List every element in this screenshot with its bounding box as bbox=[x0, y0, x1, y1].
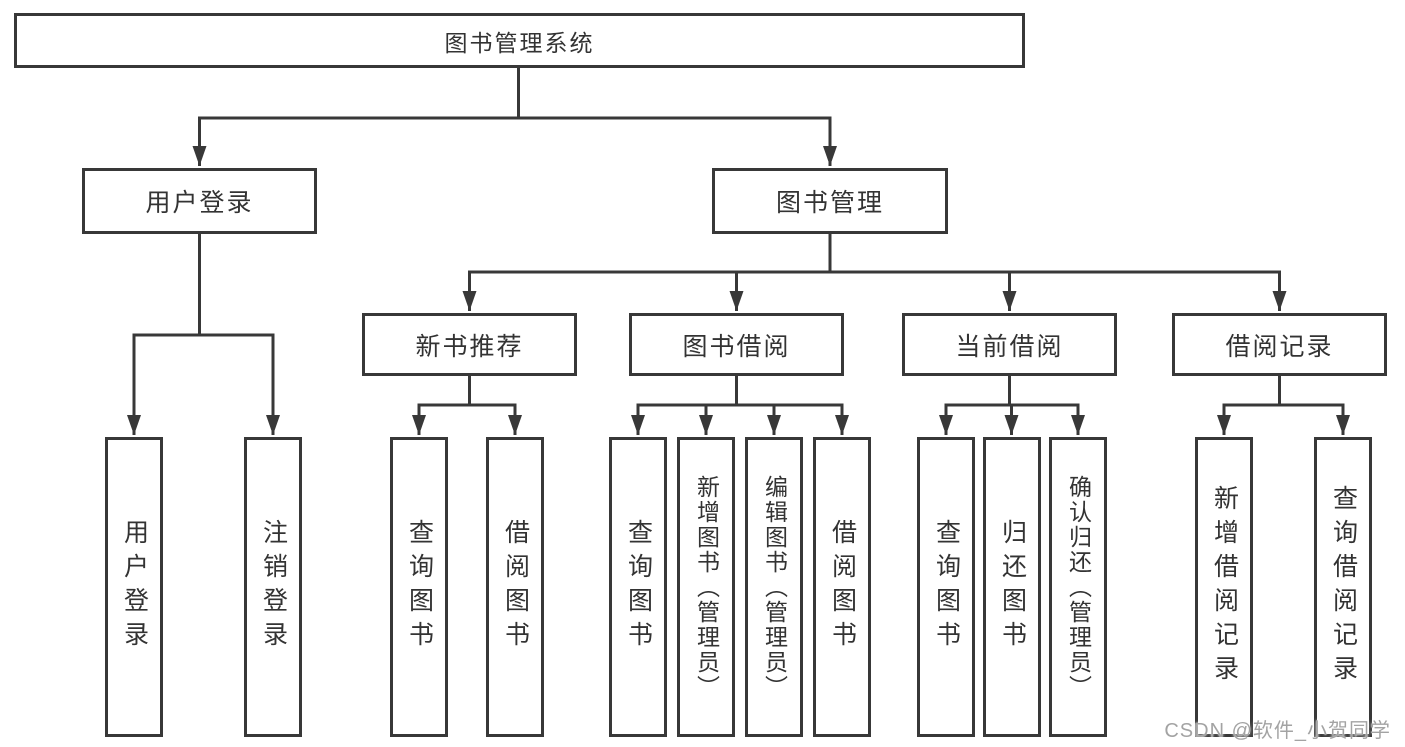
leaf-label: 注销登录 bbox=[259, 519, 288, 655]
leaf-query-borrow-record: 查询借阅记录 bbox=[1314, 437, 1372, 737]
leaf-add-borrow-record: 新增借阅记录 bbox=[1195, 437, 1253, 737]
leaf-label: 新增图书（管理员） bbox=[693, 474, 720, 700]
leaf-label: 查询借阅记录 bbox=[1329, 485, 1358, 689]
leaf-label: 编辑图书（管理员） bbox=[761, 474, 788, 700]
leaf-return-books: 归还图书 bbox=[983, 437, 1041, 737]
leaf-label: 用户登录 bbox=[120, 519, 149, 655]
leaf-label: 归还图书 bbox=[998, 519, 1027, 655]
node-borrow-records: 借阅记录 bbox=[1172, 313, 1387, 376]
leaf-query-books-current: 查询图书 bbox=[917, 437, 975, 737]
node-label: 借阅记录 bbox=[1225, 332, 1334, 361]
leaf-label: 查询图书 bbox=[405, 519, 434, 655]
node-label: 新书推荐 bbox=[415, 332, 524, 361]
node-label: 图书管理 bbox=[775, 189, 884, 217]
leaf-add-books-admin: 新增图书（管理员） bbox=[677, 437, 735, 737]
node-user-login: 用户登录 bbox=[82, 168, 317, 234]
leaf-logout: 注销登录 bbox=[244, 437, 302, 737]
leaf-edit-books-admin: 编辑图书（管理员） bbox=[745, 437, 803, 737]
leaf-label: 查询图书 bbox=[624, 519, 653, 655]
leaf-label: 借阅图书 bbox=[828, 519, 857, 655]
leaf-borrow-books-recommend: 借阅图书 bbox=[486, 437, 544, 737]
node-label: 用户登录 bbox=[145, 189, 254, 217]
leaf-label: 确认归还（管理员） bbox=[1065, 474, 1092, 700]
leaf-confirm-return-admin: 确认归还（管理员） bbox=[1049, 437, 1107, 737]
leaf-query-books-recommend: 查询图书 bbox=[390, 437, 448, 737]
leaf-label: 查询图书 bbox=[932, 519, 961, 655]
csdn-watermark: CSDN @软件_小贺同学 bbox=[1164, 720, 1391, 742]
node-new-book-recommend: 新书推荐 bbox=[362, 313, 577, 376]
leaf-label: 新增借阅记录 bbox=[1210, 485, 1239, 689]
node-book-management: 图书管理 bbox=[712, 168, 948, 234]
leaf-label: 借阅图书 bbox=[501, 519, 530, 655]
node-current-borrow: 当前借阅 bbox=[902, 313, 1117, 376]
node-label: 图书借阅 bbox=[682, 332, 791, 361]
node-label: 当前借阅 bbox=[955, 332, 1064, 361]
node-label: 图书管理系统 bbox=[444, 29, 595, 56]
leaf-borrow-books: 借阅图书 bbox=[813, 437, 871, 737]
leaf-user-login: 用户登录 bbox=[105, 437, 163, 737]
node-book-borrow: 图书借阅 bbox=[629, 313, 844, 376]
node-root: 图书管理系统 bbox=[14, 13, 1025, 68]
leaf-query-books-borrow: 查询图书 bbox=[609, 437, 667, 737]
